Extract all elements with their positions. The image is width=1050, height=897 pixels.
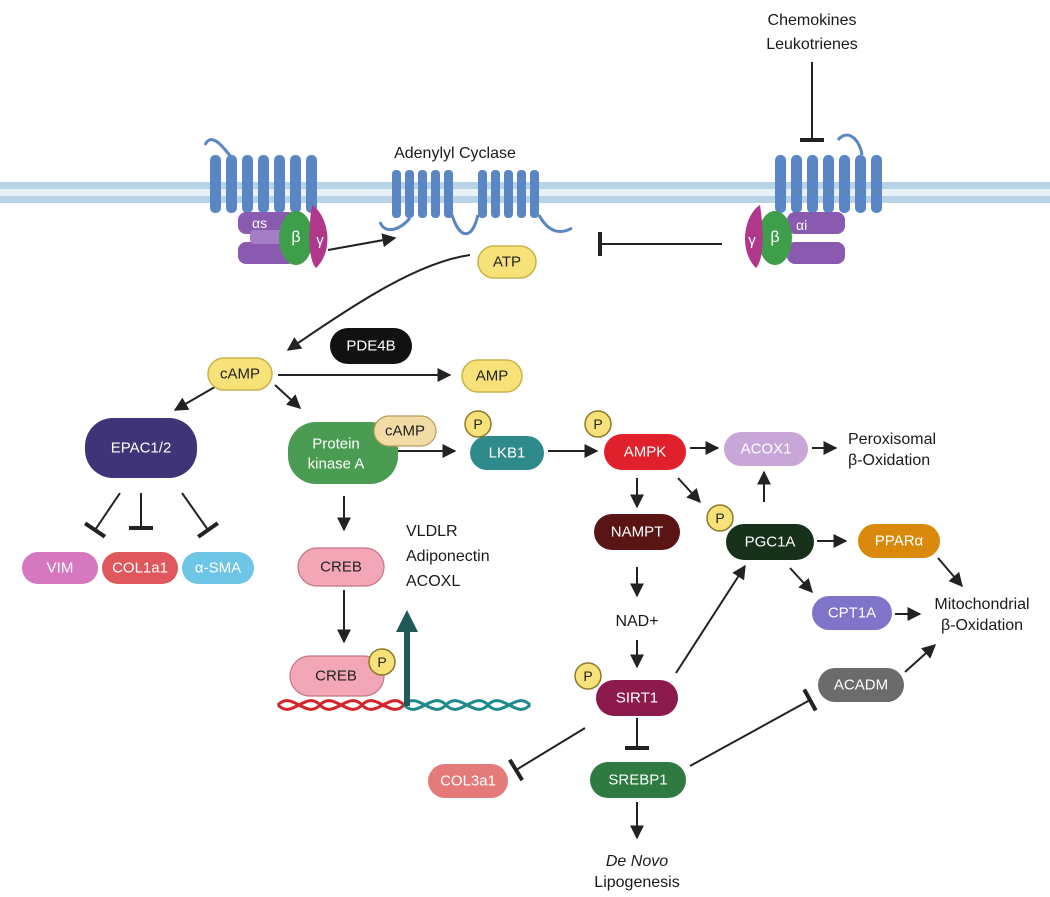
pka-label-line2: kinase A [308, 456, 365, 473]
gpcr-receptor-right [775, 133, 882, 213]
g-protein-inhibitory: αi β γ [744, 205, 845, 268]
col3a1-node: COL3a1 [428, 764, 508, 798]
atp-node: ATP [477, 245, 537, 279]
nampt-node: NAMPT [594, 514, 680, 550]
edge-acadm-to-mito [904, 644, 937, 673]
asma-node: α-SMA [182, 552, 254, 584]
edge-epac-inhibit-vim [83, 492, 121, 539]
edge-camp-to-epac [173, 383, 221, 411]
asma-label: α-SMA [195, 560, 241, 577]
beta-label-left: β [291, 229, 300, 246]
edge-sirt1-to-pgc1a [675, 564, 746, 674]
camp-node: cAMP [207, 357, 273, 391]
creb-node: CREB [297, 547, 385, 587]
gpcr-receptor-left [203, 138, 317, 213]
amp-label: AMP [476, 368, 509, 385]
srebp1-label: SREBP1 [608, 772, 667, 789]
creb-phospho-node: CREB P [289, 648, 396, 697]
edge-camp-to-pka [274, 384, 302, 409]
ppara-node: PPARα [858, 524, 940, 558]
vim-label: VIM [47, 560, 74, 577]
col1a1-node: COL1a1 [102, 552, 178, 584]
pgc1a-label: PGC1A [745, 534, 796, 551]
pgc1a-node: PGC1A P [706, 504, 814, 560]
creb-label: CREB [320, 559, 362, 576]
epac-label: EPAC1/2 [111, 440, 172, 457]
lkb1-phospho: P [473, 416, 482, 432]
peroxisomal-label-line1: Peroxisomal [848, 431, 936, 448]
gene-acoxl: ACOXL [406, 573, 460, 590]
lkb1-node: LKB1 P [464, 410, 544, 470]
vim-node: VIM [22, 552, 98, 584]
nad-label: NAD+ [615, 613, 658, 630]
edge-srebp1-inhibit-acadm [689, 688, 818, 767]
edge-atp-to-camp [286, 254, 471, 351]
lkb1-label: LKB1 [489, 445, 526, 462]
beta-label-right: β [770, 229, 779, 246]
pka-node: Protein kinase A cAMP [288, 415, 437, 484]
denovo-label-line2: Lipogenesis [594, 874, 679, 891]
ampk-phospho: P [593, 416, 602, 432]
chemokines-label: Chemokines [768, 12, 857, 29]
sirt1-phospho: P [583, 668, 592, 684]
cpt1a-node: CPT1A [812, 596, 892, 630]
epac-node: EPAC1/2 [85, 418, 197, 478]
pka-label-line1: Protein [312, 436, 360, 453]
peroxisomal-label-line2: β-Oxidation [848, 452, 930, 469]
srebp1-node: SREBP1 [590, 762, 686, 798]
adenylyl-cyclase [378, 170, 573, 236]
pde4b-node: PDE4B [330, 328, 412, 364]
cpt1a-label: CPT1A [828, 605, 876, 622]
edges [83, 62, 963, 840]
adenylyl-cyclase-label: Adenylyl Cyclase [394, 145, 516, 162]
col1a1-label: COL1a1 [112, 560, 168, 577]
amp-node: AMP [461, 359, 523, 393]
pde4b-label: PDE4B [346, 338, 395, 355]
mito-label-line2: β-Oxidation [941, 617, 1023, 634]
transcription-arrow [396, 610, 418, 706]
acadm-node: ACADM [818, 668, 904, 702]
edge-ppara-to-mito [937, 557, 963, 588]
g-protein-stimulatory: αs β γ [238, 205, 328, 268]
sirt1-label: SIRT1 [616, 690, 658, 707]
edge-sirt1-inhibit-col3a1 [508, 727, 586, 782]
creb-phospho-p: P [377, 654, 386, 670]
leukotrienes-label: Leukotrienes [766, 36, 858, 53]
nampt-label: NAMPT [611, 524, 664, 541]
acox1-node: ACOX1 [724, 432, 808, 466]
ppara-label: PPARα [875, 533, 924, 550]
acadm-label: ACADM [834, 677, 888, 694]
gene-adiponectin: Adiponectin [406, 548, 490, 565]
edge-pgc1a-to-cpt1a [789, 567, 813, 594]
ampk-label: AMPK [624, 444, 667, 461]
gamma-label-right: γ [748, 232, 756, 249]
edge-epac-inhibit-asma [181, 492, 219, 539]
pka-camp-label: cAMP [385, 423, 425, 440]
gene-vldlr: VLDLR [406, 523, 458, 540]
alpha-s-label: αs [252, 215, 267, 231]
col3a1-label: COL3a1 [440, 773, 496, 790]
dna-strand [276, 699, 532, 711]
atp-label: ATP [493, 254, 521, 271]
camp-label: cAMP [220, 366, 260, 383]
edge-gs-activate-ac [327, 233, 397, 251]
sirt1-node: SIRT1 P [574, 662, 678, 716]
alpha-i-label: αi [796, 217, 807, 233]
acox1-label: ACOX1 [741, 441, 792, 458]
gamma-label-left: γ [316, 232, 324, 249]
denovo-label-line1: De Novo [606, 853, 668, 870]
creb-phospho-label: CREB [315, 668, 357, 685]
mito-label-line1: Mitochondrial [934, 596, 1029, 613]
pgc1a-phospho: P [715, 510, 724, 526]
edge-ampk-to-pgc1a [677, 477, 701, 504]
ampk-node: AMPK P [584, 410, 686, 470]
